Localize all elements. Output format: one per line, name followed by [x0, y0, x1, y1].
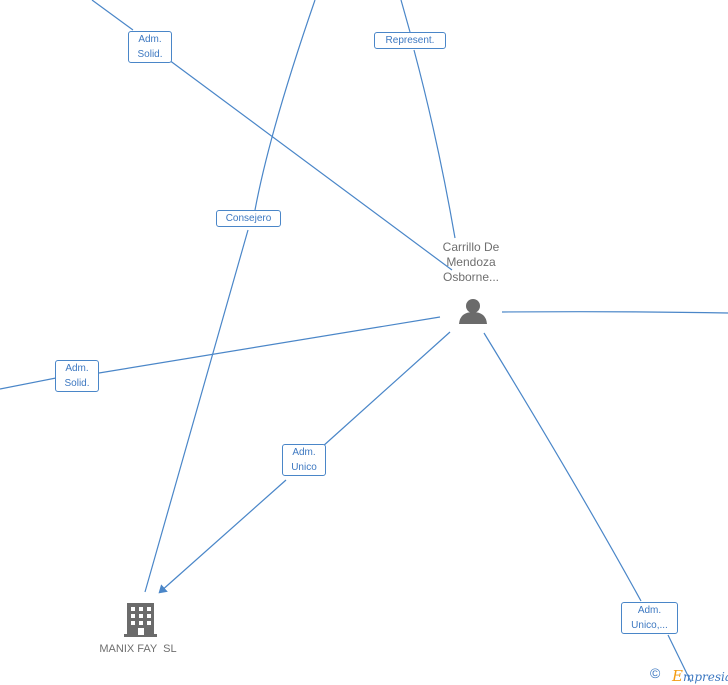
edge-label-adm-unico-bottom[interactable]: Adm. Unico,...: [621, 602, 678, 634]
edge-label-represent[interactable]: Represent.: [374, 32, 446, 49]
edge-represent: [400, 0, 456, 239]
company-node-label[interactable]: MANIX FAY SL: [99, 643, 177, 655]
copyright-symbol: ©: [650, 665, 661, 681]
edge-adm-unico-arrow: [158, 479, 287, 594]
edge-right: [501, 311, 728, 314]
edge-adm-solid-left: [0, 316, 441, 390]
person-icon[interactable]: [459, 299, 487, 324]
brand-logo-first-letter: E: [672, 667, 683, 685]
edge-label-consejero[interactable]: Consejero: [216, 210, 281, 227]
edge-label-adm-unico[interactable]: Adm. Unico: [282, 444, 326, 476]
edge-consejero: [144, 0, 316, 593]
edge-adm-unico: [321, 331, 451, 448]
edge-adm-unico-bottom: [483, 332, 692, 683]
edge-label-adm-solid-left[interactable]: Adm. Solid.: [55, 360, 99, 392]
edge-label-adm-solid-top[interactable]: Adm. Solid.: [128, 31, 172, 63]
building-icon[interactable]: [124, 603, 157, 637]
brand-logo-rest: mpresia: [682, 670, 728, 684]
person-node-label[interactable]: Carrillo De Mendoza Osborne...: [442, 240, 500, 284]
brand-logo: Empresia: [672, 667, 728, 685]
edge-adm-solid-top: [91, 0, 453, 271]
